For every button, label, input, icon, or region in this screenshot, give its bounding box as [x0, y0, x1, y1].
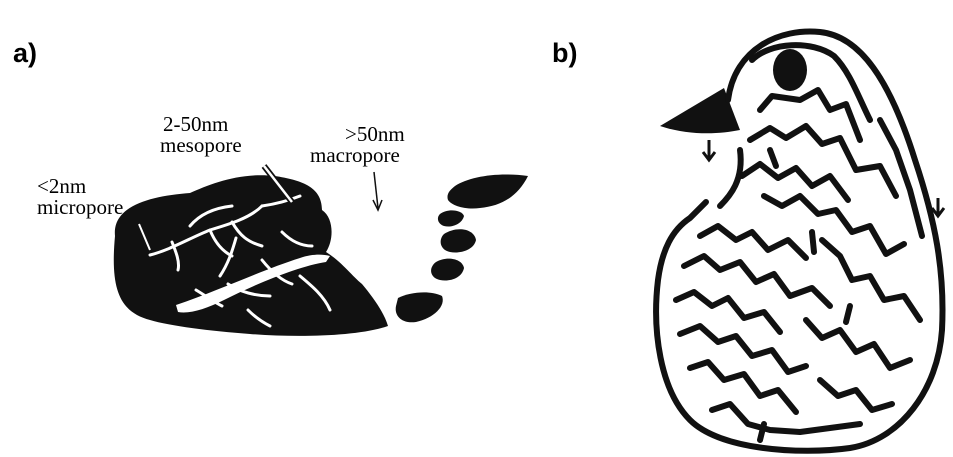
eye — [773, 49, 807, 91]
maze-neck-wall — [720, 150, 741, 206]
maze-outline — [656, 32, 942, 451]
